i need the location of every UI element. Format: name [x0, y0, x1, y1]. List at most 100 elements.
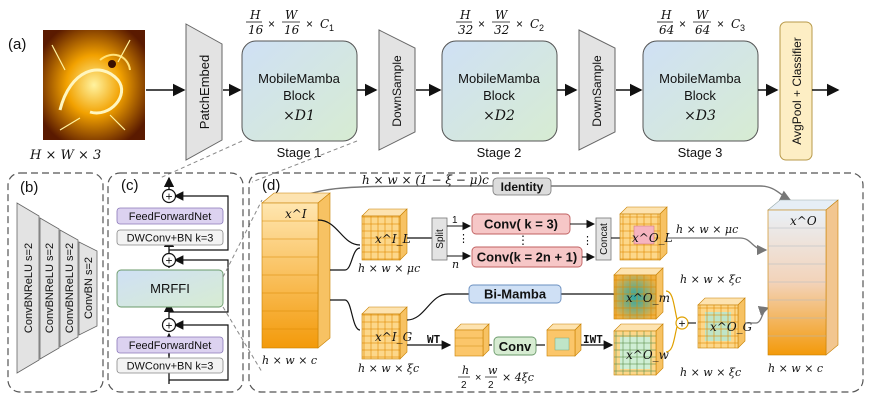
svg-text:+: + — [678, 317, 685, 331]
svg-text:×: × — [268, 17, 275, 31]
stage-2-label: Stage 2 — [477, 145, 522, 160]
svg-text:C: C — [530, 17, 539, 31]
svg-text:H: H — [249, 8, 261, 22]
svg-text:Conv: Conv — [499, 339, 532, 354]
downsample-1: DownSample — [378, 29, 416, 151]
svg-text:x^I_L: x^I_L — [375, 232, 411, 246]
stage-3-block: MobileMamba Block ×D3 — [642, 40, 759, 142]
dims-wavelet: h × w × ξc — [680, 366, 741, 379]
mobilemamba-block-detail: + + + DWConv+BN k=3 FeedForwardNet MRFFI… — [116, 176, 229, 384]
svg-text:x^O_m: x^O_m — [626, 291, 670, 305]
svg-text:Bi-Mamba: Bi-Mamba — [484, 287, 547, 302]
svg-text:⋮: ⋮ — [582, 235, 593, 247]
dims-in: h × w × c — [262, 354, 317, 367]
panel-d-frame — [248, 172, 864, 393]
svg-text:ConvBN s=2: ConvBN s=2 — [83, 257, 95, 319]
input-image — [43, 30, 145, 140]
panel-b-frame — [7, 172, 104, 393]
iwt-label: IWT — [583, 333, 603, 346]
svg-text:× 4ξc: × 4ξc — [502, 371, 534, 384]
input-size: H × W × 3 — [29, 148, 101, 163]
svg-text:MobileMamba: MobileMamba — [458, 71, 540, 86]
svg-text:h: h — [462, 364, 469, 377]
add-icon: + — [675, 316, 689, 331]
mamba-output-tensor: x^O_m — [613, 267, 670, 320]
svg-text:Concat: Concat — [599, 223, 610, 255]
svg-text:32: 32 — [458, 23, 473, 37]
svg-text:Split: Split — [435, 229, 446, 249]
wt-dims: h 2 × w 2 × 4ξc — [458, 364, 534, 391]
svg-text:H: H — [660, 8, 672, 22]
conv-k2n1-box: Conv(k = 2n + 1) — [471, 246, 583, 268]
wt-tensor — [454, 323, 490, 357]
svg-text:DWConv+BN k=3: DWConv+BN k=3 — [127, 361, 214, 373]
panel-label-d: (d) — [262, 177, 280, 194]
svg-text:×: × — [306, 17, 313, 31]
split-ellipsis: ⋮ — [458, 233, 469, 245]
svg-text:×D2: ×D2 — [483, 108, 515, 124]
input-tensor: x^I — [261, 192, 331, 349]
classifier-block: AvgPool + Classifier — [779, 21, 813, 161]
bimamba-box: Bi-Mamba — [468, 284, 562, 304]
svg-text:x^I: x^I — [285, 207, 307, 221]
wt-label: WT — [427, 333, 441, 346]
svg-text:DWConv+BN k=3: DWConv+BN k=3 — [127, 233, 214, 245]
svg-text:w: w — [488, 364, 498, 377]
svg-text:×D1: ×D1 — [283, 108, 315, 124]
svg-text:+: + — [165, 319, 172, 333]
svg-text:Block: Block — [283, 88, 315, 103]
svg-text:×: × — [478, 17, 485, 31]
svg-text:FeedForwardNet: FeedForwardNet — [129, 211, 212, 223]
split-index-n: n — [452, 258, 459, 271]
dims-local: h × w × μc — [358, 262, 420, 275]
svg-text:×: × — [679, 17, 686, 31]
svg-text:W: W — [696, 8, 710, 22]
svg-text:×D3: ×D3 — [684, 108, 716, 124]
svg-text:×: × — [516, 17, 523, 31]
svg-text:32: 32 — [494, 23, 509, 37]
svg-text:Block: Block — [684, 88, 716, 103]
identity-label: Identity — [501, 180, 544, 194]
svg-text:x^O_L: x^O_L — [632, 231, 673, 245]
svg-text:64: 64 — [695, 23, 710, 37]
global-input-tensor: x^I_G — [361, 306, 413, 360]
local-input-tensor: x^I_L — [361, 208, 411, 261]
svg-text:W: W — [285, 8, 299, 22]
svg-text:MobileMamba: MobileMamba — [258, 71, 340, 86]
identity-dims: h × w × (1 − ξ − μ)c — [362, 173, 489, 187]
patch-embed: PatchEmbed — [185, 23, 223, 161]
svg-text:AvgPool + Classifier: AvgPool + Classifier — [790, 37, 804, 145]
wavelet-output-tensor: x^O_w — [613, 323, 670, 376]
svg-text:2: 2 — [461, 380, 467, 391]
svg-text:+: + — [165, 190, 172, 204]
svg-text:2: 2 — [539, 23, 544, 33]
panel-label-b: (b) — [20, 179, 38, 196]
stage-3-label: Stage 3 — [678, 145, 723, 160]
svg-text:2: 2 — [488, 380, 494, 391]
stage-1-label: Stage 1 — [277, 145, 322, 160]
split-index-1: 1 — [452, 215, 458, 226]
svg-text:Block: Block — [483, 88, 515, 103]
stage-1-block: MobileMamba Block ×D1 — [241, 40, 358, 142]
downsample-2: DownSample — [578, 29, 616, 151]
svg-text:ConvBNReLU s=2: ConvBNReLU s=2 — [64, 243, 76, 333]
split-box: Split — [431, 217, 448, 261]
svg-text:W: W — [495, 8, 509, 22]
panel-label-a: (a) — [8, 36, 26, 53]
svg-text:H: H — [459, 8, 471, 22]
svg-text:ConvBNReLU s=2: ConvBNReLU s=2 — [23, 243, 35, 333]
svg-text:x^O_w: x^O_w — [626, 348, 670, 362]
svg-text:64: 64 — [659, 23, 674, 37]
svg-text:C: C — [731, 17, 740, 31]
svg-text:Conv( k = 3): Conv( k = 3) — [484, 217, 558, 232]
conv-mid-box: Conv — [493, 336, 537, 356]
concat-box: Concat — [595, 217, 612, 261]
svg-text:x^O_G: x^O_G — [710, 320, 753, 334]
global-output-tensor: x^O_G — [697, 297, 753, 349]
svg-text:DownSample: DownSample — [390, 55, 404, 127]
stem-layers: ConvBNReLU s=2 ConvBNReLU s=2 ConvBNReLU… — [16, 202, 98, 374]
